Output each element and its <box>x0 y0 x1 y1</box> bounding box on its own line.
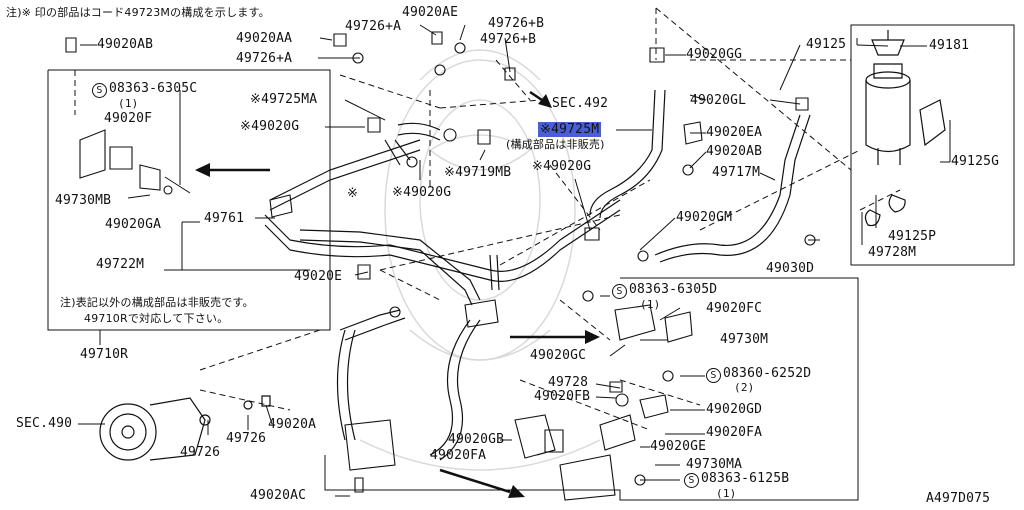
highlighted-part-label: ※49725M <box>538 122 602 137</box>
part-qty-08363-6125B: (1) <box>716 487 737 500</box>
part-label-49730MB[interactable]: 49730MB <box>55 193 112 208</box>
part-label-49020AB-2[interactable]: 49020AB <box>706 144 763 159</box>
part-label-49725MA[interactable]: ※49725MA <box>250 92 318 107</box>
part-label-49726-1[interactable]: 49726 <box>180 445 221 460</box>
part-label-49719MB[interactable]: ※49719MB <box>444 165 512 180</box>
reservoir-tank <box>865 30 945 226</box>
part-label-49020GM[interactable]: 49020GM <box>676 210 733 225</box>
note-not-sold: (構成部品は非販売) <box>506 138 605 151</box>
part-label-49730M[interactable]: 49730M <box>720 332 769 347</box>
part-label-49020E[interactable]: 49020E <box>294 269 343 284</box>
part-label-49020G-2[interactable]: ※49020G <box>392 185 452 200</box>
part-label-49125G[interactable]: 49125G <box>951 154 1000 169</box>
screw-symbol-icon: S <box>706 368 721 383</box>
screw-symbol-icon: S <box>92 83 107 98</box>
part-label-49728[interactable]: 49728 <box>548 375 589 390</box>
part-qty-08363-6305C: (1) <box>118 97 139 110</box>
part-label-49020GL[interactable]: 49020GL <box>690 93 747 108</box>
reservoir-box <box>851 25 1014 265</box>
power-steering-pump <box>100 396 270 460</box>
part-label-49020AA[interactable]: 49020AA <box>236 31 293 46</box>
section-ref-490[interactable]: SEC.490 <box>16 416 73 431</box>
part-label-49020GE[interactable]: 49020GE <box>650 439 707 454</box>
part-label-08360-6252D-text: 08360-6252D <box>723 366 812 381</box>
part-label-49726A-2[interactable]: 49726+A <box>236 51 293 66</box>
screw-symbol-icon: S <box>612 284 627 299</box>
part-label-49726-2[interactable]: 49726 <box>226 431 267 446</box>
part-label-08363-6305D-text: 08363-6305D <box>629 282 718 297</box>
drawing-id: A497D075 <box>926 491 991 506</box>
part-label-49020F[interactable]: 49020F <box>104 111 153 126</box>
part-label-49726B-2[interactable]: 49726+B <box>480 32 537 47</box>
note-bottom-line2: 49710Rで対応して下さい。 <box>84 312 229 325</box>
part-label-49726A[interactable]: 49726+A <box>345 19 402 34</box>
part-label-49710R[interactable]: 49710R <box>80 347 129 362</box>
part-label-49020FA-2[interactable]: 49020FA <box>430 448 487 463</box>
part-label-49020FB[interactable]: 49020FB <box>534 389 591 404</box>
screw-symbol-icon: S <box>684 473 699 488</box>
part-label-49020A[interactable]: 49020A <box>268 417 317 432</box>
part-label-49020AB[interactable]: 49020AB <box>97 37 154 52</box>
part-label-49728M[interactable]: 49728M <box>868 245 917 260</box>
assembly-outline-left <box>48 70 330 330</box>
part-label-49020EA[interactable]: 49020EA <box>706 125 763 140</box>
part-label-49020G-1[interactable]: ※49020G <box>240 119 300 134</box>
part-label-49020AC[interactable]: 49020AC <box>250 488 307 503</box>
part-label-08363-6305C-text: 08363-6305C <box>109 81 198 96</box>
assembly-outline-main <box>325 278 858 500</box>
part-label-49020GG[interactable]: 49020GG <box>686 47 743 62</box>
part-label-49726B[interactable]: 49726+B <box>488 16 545 31</box>
part-label-49717M[interactable]: 49717M <box>712 165 761 180</box>
part-label-49125[interactable]: 49125 <box>806 37 847 52</box>
star-marker: ※ <box>347 186 359 201</box>
part-label-49761[interactable]: 49761 <box>204 211 245 226</box>
section-ref-492[interactable]: SEC.492 <box>552 96 609 111</box>
part-label-49725M[interactable]: ※49725M <box>538 122 602 137</box>
part-label-49030D[interactable]: 49030D <box>766 261 815 276</box>
part-label-08363-6125B-text: 08363-6125B <box>701 471 790 486</box>
part-label-49020FC[interactable]: 49020FC <box>706 301 763 316</box>
part-label-49020GD[interactable]: 49020GD <box>706 402 763 417</box>
part-label-49730MA[interactable]: 49730MA <box>686 457 743 472</box>
part-label-49181[interactable]: 49181 <box>929 38 970 53</box>
part-label-49020GC[interactable]: 49020GC <box>530 348 587 363</box>
part-label-49125P[interactable]: 49125P <box>888 229 937 244</box>
part-label-49722M[interactable]: 49722M <box>96 257 145 272</box>
note-top: 注)※ 印の部品はコード49723Mの構成を示します。 <box>6 6 270 19</box>
part-label-49020AE[interactable]: 49020AE <box>402 5 459 20</box>
watermark-emblem <box>360 50 600 470</box>
part-qty-08363-6305D: (1) <box>640 298 661 311</box>
part-label-49020G-3[interactable]: ※49020G <box>532 159 592 174</box>
part-label-49020GB[interactable]: 49020GB <box>448 432 505 447</box>
note-bottom-line1: 注)表記以外の構成部品は非販売です。 <box>60 296 254 309</box>
part-qty-08360-6252D: (2) <box>734 381 755 394</box>
part-label-49020FA[interactable]: 49020FA <box>706 425 763 440</box>
part-label-49020GA[interactable]: 49020GA <box>105 217 162 232</box>
